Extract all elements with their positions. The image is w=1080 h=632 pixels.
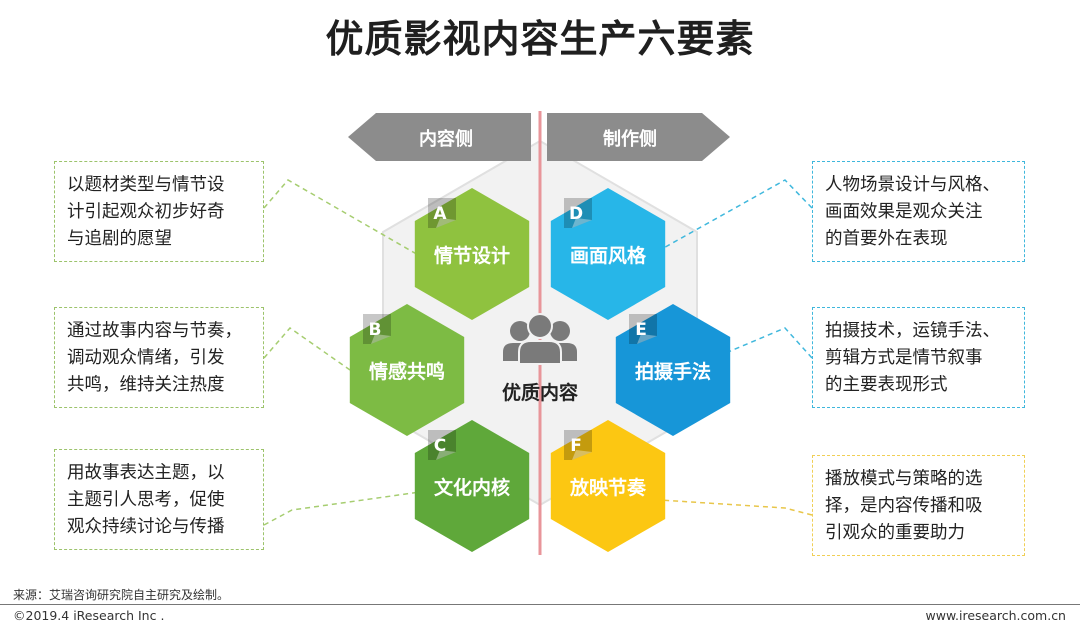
description-a-line: 以题材类型与情节设 <box>67 175 225 195</box>
letter-tag-fold <box>371 334 391 344</box>
description-e-line: 拍摄技术，运镜手法、 <box>825 321 1000 341</box>
description-f-line: 择，是内容传播和吸 <box>825 496 983 516</box>
letter-tag-fold <box>436 450 456 460</box>
description-f-line: 播放模式与策略的选 <box>825 469 983 489</box>
description-e-line: 的主要表现形式 <box>825 375 948 395</box>
description-d-line: 人物场景设计与风格、 <box>825 175 1000 195</box>
content-side-arrow: 内容侧 <box>348 113 531 161</box>
letter-tag-fold <box>572 450 592 460</box>
description-c: 用故事表达主题，以 主题引人思考，促使 观众持续讨论与传播 <box>54 449 264 550</box>
hexagon-label: 情感共鸣 <box>369 360 445 383</box>
hexagon-label: 拍摄手法 <box>635 360 711 383</box>
production-side-label: 制作侧 <box>603 128 657 150</box>
letter-tag <box>564 430 592 460</box>
website-url: www.iresearch.com.cn <box>925 608 1067 623</box>
hexagon-label: 文化内核 <box>434 476 510 499</box>
letter-tag <box>363 314 391 344</box>
hexagon-label: 画面风格 <box>570 244 647 267</box>
hexagon-letter: B <box>369 320 382 340</box>
hexagon-a: A 情节设计 <box>414 188 530 320</box>
center-label: 优质内容 <box>502 381 578 404</box>
connector-e <box>727 327 813 359</box>
hexagon-letter: E <box>635 320 647 340</box>
letter-tag-fold <box>436 218 456 228</box>
hexagon-shape <box>414 188 530 320</box>
connector-a <box>263 179 421 257</box>
letter-tag-fold <box>637 334 657 344</box>
hexagon-c: C 文化内核 <box>414 420 530 552</box>
hexagon-shape <box>349 304 465 436</box>
hexagon-letter: C <box>434 436 446 456</box>
footer-divider <box>0 604 1080 605</box>
description-a-line: 与追剧的愿望 <box>67 229 172 249</box>
hexagon-f: F 放映节奏 <box>550 420 666 552</box>
hexagon-shape <box>615 304 731 436</box>
connector-f <box>659 499 813 516</box>
description-e: 拍摄技术，运镜手法、 剪辑方式是情节叙事 的主要表现形式 <box>812 307 1025 408</box>
description-b-line: 调动观众情绪，引发 <box>67 348 225 368</box>
six-elements-diagram: 内容侧 制作侧 A 情节设计 B 情感共鸣 C 文化内核 D 画面风格 E 拍摄手法 F 放映节奏 优… <box>263 111 813 555</box>
connector-c <box>263 491 421 526</box>
page-title: 优质影视内容生产六要素 <box>325 17 755 61</box>
letter-tag-fold <box>572 218 592 228</box>
description-b-line: 通过故事内容与节奏， <box>67 321 242 341</box>
letter-tag <box>428 430 456 460</box>
hexagon-layer: A 情节设计 B 情感共鸣 C 文化内核 D 画面风格 E 拍摄手法 F 放映节奏 <box>349 188 731 552</box>
description-d-line: 画面效果是观众关注 <box>825 202 983 222</box>
hexagon-letter: A <box>433 204 447 224</box>
letter-tag <box>564 198 592 228</box>
description-e-line: 剪辑方式是情节叙事 <box>825 348 983 368</box>
description-f-line: 引观众的重要助力 <box>825 523 965 543</box>
production-side-arrow: 制作侧 <box>547 113 730 161</box>
hexagon-e: E 拍摄手法 <box>615 304 731 436</box>
letter-tag <box>428 198 456 228</box>
letter-tag <box>629 314 657 344</box>
connector-b <box>263 326 351 371</box>
hexagon-label: 放映节奏 <box>569 476 647 499</box>
connector-d <box>659 179 813 251</box>
content-side-label: 内容侧 <box>419 128 473 150</box>
description-b-line: 共鸣，维持关注热度 <box>67 375 225 395</box>
hexagon-shape <box>550 420 666 552</box>
description-c-line: 主题引人思考，促使 <box>67 490 225 510</box>
hexagon-label: 情节设计 <box>434 244 510 267</box>
hexagon-b: B 情感共鸣 <box>349 304 465 436</box>
description-b: 通过故事内容与节奏， 调动观众情绪，引发 共鸣，维持关注热度 <box>54 307 264 408</box>
description-c-line: 用故事表达主题，以 <box>67 463 225 483</box>
hexagon-d: D 画面风格 <box>550 188 666 320</box>
source-note: 来源：艾瑞咨询研究院自主研究及绘制。 <box>13 588 230 602</box>
description-d-line: 的首要外在表现 <box>825 229 948 249</box>
description-a-line: 计引起观众初步好奇 <box>67 202 225 222</box>
people-icon <box>503 313 577 365</box>
hexagon-letter: F <box>570 436 582 456</box>
hexagon-shape <box>414 420 530 552</box>
description-c-line: 观众持续讨论与传播 <box>67 517 225 537</box>
copyright: ©2019.4 iResearch Inc . <box>13 608 165 623</box>
description-f: 播放模式与策略的选 择，是内容传播和吸 引观众的重要助力 <box>812 455 1025 556</box>
hexagon-shape <box>550 188 666 320</box>
description-a: 以题材类型与情节设 计引起观众初步好奇 与追剧的愿望 <box>54 161 264 262</box>
description-d: 人物场景设计与风格、 画面效果是观众关注 的首要外在表现 <box>812 161 1025 262</box>
hexagon-letter: D <box>569 204 583 224</box>
